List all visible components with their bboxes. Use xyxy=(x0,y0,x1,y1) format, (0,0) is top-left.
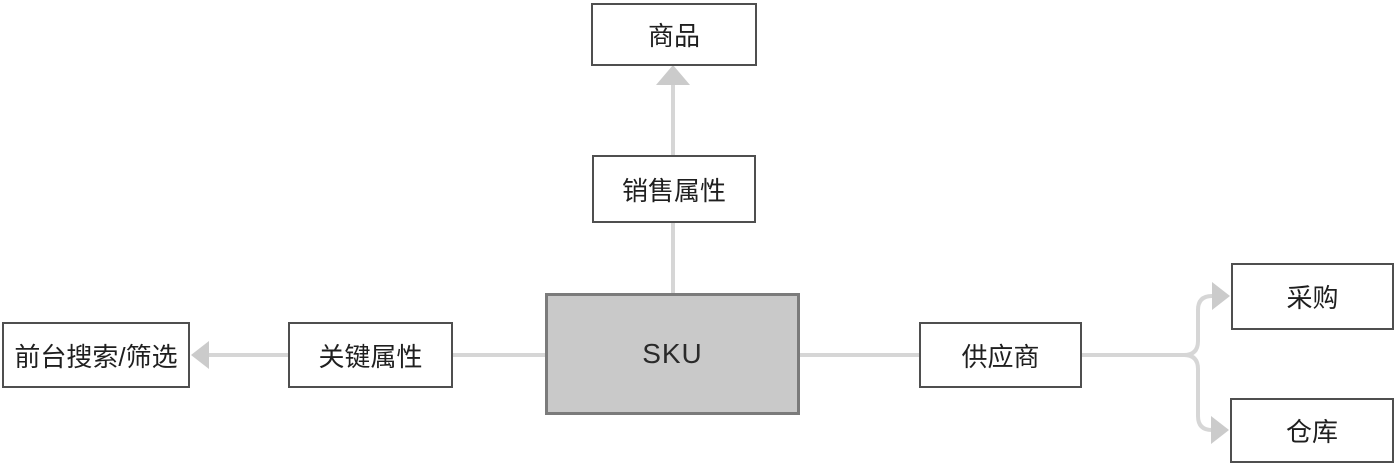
edge-fork-warehouse xyxy=(1183,353,1214,432)
edge-fork-procurement xyxy=(1183,294,1214,357)
node-procurement: 采购 xyxy=(1231,263,1394,330)
node-supplier: 供应商 xyxy=(919,322,1082,388)
node-frontend-search-filter: 前台搜索/筛选 xyxy=(2,322,190,388)
node-sku: SKU xyxy=(545,293,800,415)
node-warehouse: 仓库 xyxy=(1230,398,1394,463)
arrowhead-right-up-icon xyxy=(1212,282,1230,310)
node-key-attribute: 关键属性 xyxy=(288,322,453,388)
arrowhead-up-icon xyxy=(656,65,690,85)
arrowhead-left-icon xyxy=(191,341,209,369)
node-sales-attribute: 销售属性 xyxy=(592,155,756,223)
node-product: 商品 xyxy=(591,3,757,66)
arrowhead-right-down-icon xyxy=(1211,416,1229,444)
